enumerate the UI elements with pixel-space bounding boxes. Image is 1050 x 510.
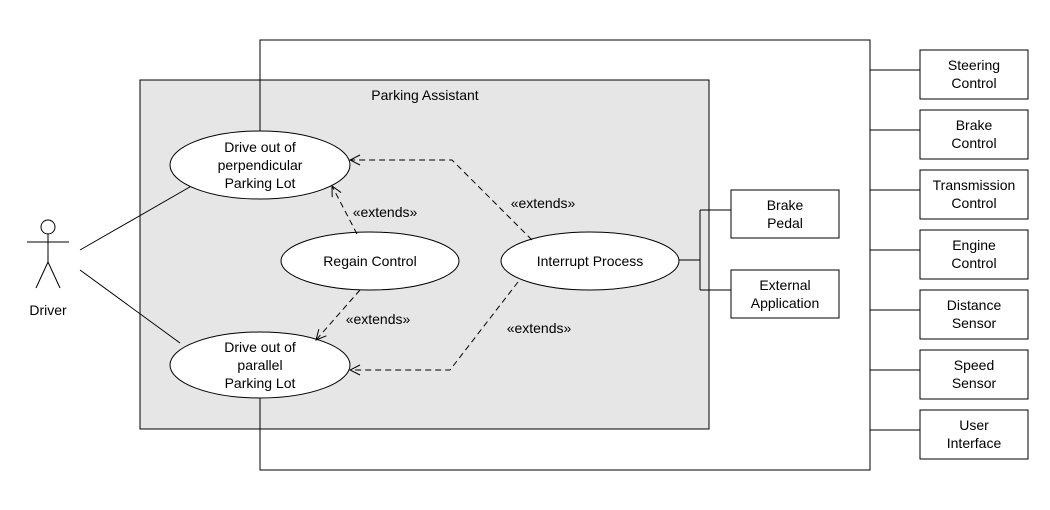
actor-head	[40, 219, 56, 235]
svg-text:Control: Control	[951, 75, 996, 91]
svg-text:Control: Control	[951, 195, 996, 211]
brake-pedal-box: Brake Pedal	[730, 189, 840, 239]
svg-text:Brake: Brake	[956, 117, 993, 133]
engine-control-box: Engine Control	[870, 229, 1029, 280]
svg-text:Steering: Steering	[948, 57, 1000, 73]
driver-actor: Driver	[27, 219, 69, 318]
extends-regain-to-perpendicular	[332, 186, 358, 235]
svg-text:Interface: Interface	[947, 435, 1002, 451]
extends-regain-to-parallel	[316, 289, 361, 340]
svg-text:Engine: Engine	[952, 237, 996, 253]
steering-control-box: Steering Control	[870, 49, 1029, 100]
svg-text:External: External	[759, 277, 810, 293]
svg-text:parallel: parallel	[237, 357, 282, 373]
svg-text:Control: Control	[951, 135, 996, 151]
extends-label-1: «extends»	[353, 204, 418, 220]
transmission-control-box: Transmission Control	[870, 169, 1029, 220]
use-case-interrupt-process: Interrupt Process	[500, 231, 680, 291]
svg-text:Distance: Distance	[947, 297, 1002, 313]
svg-text:Regain Control: Regain Control	[323, 253, 416, 269]
system-title: Parking Assistant	[371, 87, 478, 103]
svg-text:perpendicular: perpendicular	[218, 157, 303, 173]
extends-interrupt-to-parallel	[350, 281, 519, 370]
use-case-perpendicular: Drive out of perpendicular Parking Lot	[169, 130, 351, 200]
svg-text:Drive out of: Drive out of	[224, 339, 296, 355]
svg-text:Brake: Brake	[767, 197, 804, 213]
actor-label: Driver	[29, 302, 67, 318]
svg-text:Control: Control	[951, 255, 996, 271]
svg-text:Pedal: Pedal	[767, 215, 803, 231]
distance-sensor-box: Distance Sensor	[870, 289, 1029, 340]
use-case-parallel: Drive out of parallel Parking Lot	[169, 331, 351, 399]
svg-text:Sensor: Sensor	[952, 315, 997, 331]
brake-control-box: Brake Control	[870, 109, 1029, 160]
extends-label-4: «extends»	[507, 320, 572, 336]
user-interface-box: User Interface	[870, 409, 1029, 460]
svg-text:User: User	[959, 417, 989, 433]
association-perpendicular	[79, 183, 196, 251]
svg-text:Sensor: Sensor	[952, 375, 997, 391]
association-parallel	[79, 269, 181, 344]
svg-text:Speed: Speed	[954, 357, 994, 373]
extends-interrupt-to-perpendicular	[350, 160, 533, 241]
external-application-box: External Application	[730, 269, 840, 319]
svg-text:Parking Lot: Parking Lot	[225, 175, 296, 191]
svg-text:Drive out of: Drive out of	[224, 139, 296, 155]
svg-text:Application: Application	[751, 295, 820, 311]
speed-sensor-box: Speed Sensor	[870, 349, 1029, 400]
svg-text:Parking Lot: Parking Lot	[225, 375, 296, 391]
svg-text:Interrupt Process: Interrupt Process	[537, 253, 644, 269]
external-systems: Steering Control Brake Control Transmiss…	[870, 49, 1029, 460]
svg-text:Transmission: Transmission	[933, 177, 1016, 193]
extends-label-2: «extends»	[346, 311, 411, 327]
interrupt-input-connector	[679, 209, 731, 291]
use-case-regain-control: Regain Control	[280, 231, 460, 291]
extends-label-3: «extends»	[511, 195, 576, 211]
